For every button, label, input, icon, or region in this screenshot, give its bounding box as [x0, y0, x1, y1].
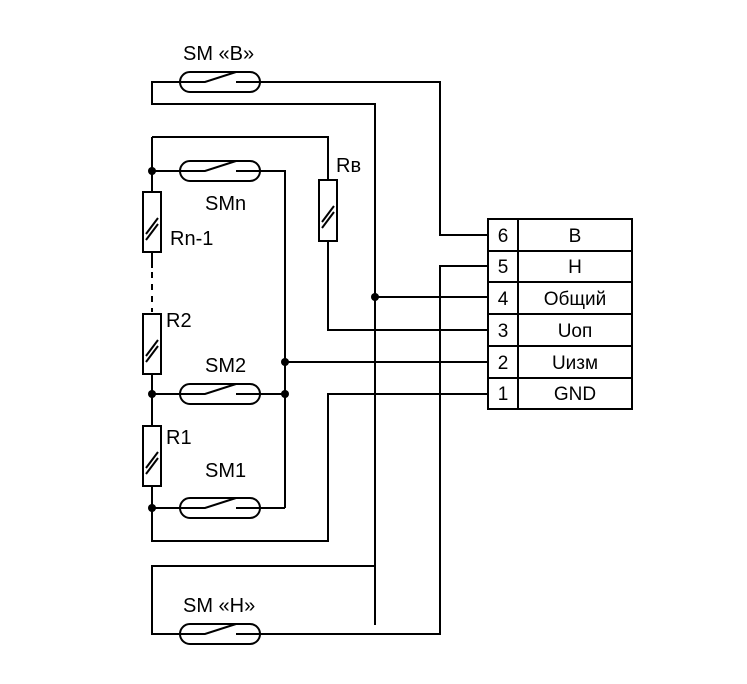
junction-dot: [281, 390, 289, 398]
label-r-1: R1: [166, 427, 192, 449]
wire-rv-top: [152, 136, 329, 180]
reed-switch-sm-1: [179, 497, 261, 519]
label-sm-2: SM2: [205, 355, 246, 377]
resistor-r-v: [318, 179, 338, 242]
reed-switch-sm-2: [179, 383, 261, 405]
wire-sm-lower-right: [260, 265, 488, 635]
terminal-label: Uизм: [552, 353, 598, 374]
resistor-r-2: [142, 313, 162, 375]
label-r-2: R2: [166, 310, 192, 332]
terminal-num: 2: [498, 353, 509, 374]
terminal-block: 6 В 5 Н 4 Общий 3 Uоп 2 Uизм 1 GND: [487, 218, 633, 410]
label-r-v: Rв: [336, 155, 361, 177]
terminal-num: 1: [498, 384, 509, 405]
terminal-num: 3: [498, 321, 509, 342]
wire-sm-upper-to-6: [151, 81, 376, 625]
wire-rv-bottom: [327, 241, 488, 331]
junction-dot: [148, 390, 156, 398]
terminal-label: Н: [568, 257, 582, 278]
label-sm-lower: SM «Н»: [183, 595, 255, 617]
terminal-num: 4: [498, 289, 509, 310]
junction-dot: [371, 293, 379, 301]
wire-ladder-left-r1-bottom: [151, 393, 488, 542]
terminal-num: 5: [498, 257, 509, 278]
terminal-label: Uоп: [558, 321, 593, 342]
reed-switch-sm-n: [179, 160, 261, 182]
label-r-n1: Rn-1: [170, 228, 213, 250]
junction-dot: [148, 167, 156, 175]
junction-dot: [281, 358, 289, 366]
label-sm-1: SM1: [205, 460, 246, 482]
wire-smn-right: [260, 170, 286, 508]
label-sm-n: SMn: [205, 193, 246, 215]
resistor-r-n1: [142, 191, 162, 253]
wire-sm-upper-right: [260, 81, 488, 236]
junction-dot: [148, 504, 156, 512]
terminal-label: GND: [554, 384, 596, 405]
junctions: [148, 167, 379, 512]
reed-switch-sm-upper: [179, 71, 261, 93]
terminal-num: 6: [498, 226, 509, 247]
terminal-label: В: [569, 226, 582, 247]
wire-sm-lower-left: [151, 565, 375, 635]
terminal-label: Общий: [544, 289, 607, 310]
label-sm-upper: SM «В»: [183, 43, 254, 65]
resistor-r-1: [142, 425, 162, 487]
reed-switch-sm-lower: [179, 623, 261, 645]
